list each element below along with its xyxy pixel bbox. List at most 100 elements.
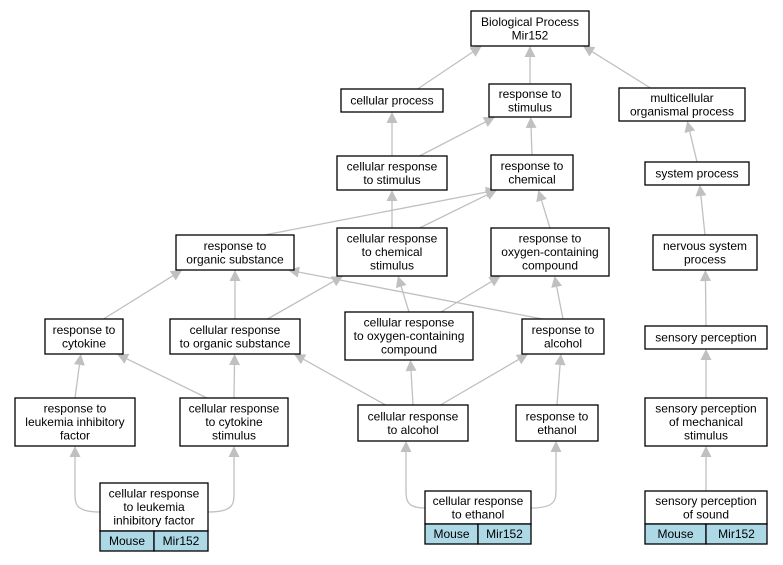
- tag-cell: [153, 530, 209, 552]
- edge-arrowhead: [73, 354, 85, 366]
- edge-line: [591, 51, 651, 89]
- edge-line: [103, 275, 174, 320]
- species-tag[interactable]: Mouse: [99, 530, 155, 552]
- term-label-line: stimulus: [370, 259, 414, 273]
- edge-cra-to-crocc: [410, 370, 414, 406]
- species-tag[interactable]: Mouse: [644, 523, 707, 545]
- term-label-line: of sound: [683, 507, 729, 521]
- edge-arrowhead: [554, 354, 566, 366]
- edge-line: [400, 286, 410, 313]
- edge-line: [556, 364, 561, 406]
- term-box: [336, 155, 448, 191]
- tag-label: Mir152: [486, 527, 523, 541]
- term-label-line: stimulus: [212, 429, 256, 443]
- tag-cell: [705, 523, 768, 545]
- term-label-line: to organic substance: [180, 336, 291, 350]
- tag-label: Mir152: [718, 527, 755, 541]
- edge-crcytsti-to-rcyt: [126, 358, 208, 399]
- edge-line: [540, 200, 551, 229]
- term-node-cp[interactable]: cellular process: [340, 88, 444, 113]
- term-label-line: alcohol: [544, 336, 582, 350]
- term-label-line: cellular response: [109, 487, 200, 501]
- edge-arrowhead: [525, 117, 537, 129]
- edge-arrowhead: [400, 441, 412, 452]
- edge-arrowhead: [405, 360, 417, 372]
- term-label-line: chemical: [508, 172, 555, 186]
- term-node-spc[interactable]: sensory perception: [644, 325, 768, 350]
- term-label-line: Mir152: [512, 28, 549, 42]
- term-box: [618, 87, 746, 122]
- gene-tag[interactable]: Mir152: [153, 530, 209, 552]
- term-label-line: organic substance: [186, 252, 284, 266]
- term-box: [99, 482, 209, 532]
- edge-arrowhead: [550, 441, 562, 452]
- term-label-line: cellular process: [350, 94, 433, 108]
- term-label-line: response to: [204, 239, 267, 253]
- term-box: [490, 227, 610, 277]
- tag-cell: [477, 523, 532, 545]
- term-box: [488, 83, 572, 118]
- edge-rlif-to-rcyt: [74, 364, 81, 399]
- term-label-line: response to: [499, 87, 562, 101]
- species-tag[interactable]: Mouse: [424, 523, 479, 545]
- edge-arrowhead: [294, 354, 307, 365]
- edge-arrowhead: [684, 121, 696, 133]
- edge-arrowhead: [482, 117, 495, 127]
- edge-arrowhead: [699, 270, 711, 282]
- term-label-line: stimulus: [508, 100, 552, 114]
- edge-line: [530, 127, 533, 156]
- edge-crocc-to-crcs: [400, 286, 410, 313]
- edge-arrowhead: [695, 185, 707, 197]
- edge-crs-to-rs: [419, 121, 486, 157]
- term-box: [652, 234, 758, 271]
- edge-arrowhead: [515, 354, 528, 365]
- term-box: [44, 318, 124, 355]
- term-node-sp[interactable]: system process: [644, 161, 750, 186]
- edge-rcyt-to-ros: [103, 275, 174, 320]
- edge-arrowhead: [469, 46, 482, 57]
- edge-cra-to-ra: [440, 358, 519, 406]
- edge-line: [419, 194, 488, 229]
- gene-tag[interactable]: Mir152: [477, 523, 532, 545]
- term-label-line: sensory perception: [655, 494, 756, 508]
- term-box: [175, 234, 295, 271]
- term-box: [179, 397, 289, 447]
- term-box: [644, 490, 768, 525]
- term-box: [340, 88, 444, 113]
- edge-line: [74, 457, 101, 513]
- term-label-line: of mechanical: [669, 415, 743, 429]
- edge-arrowhead: [551, 276, 563, 288]
- term-label-line: compound: [522, 259, 578, 273]
- term-label-line: sensory perception: [655, 402, 756, 416]
- term-box: [357, 404, 469, 442]
- term-label-line: cellular response: [364, 316, 455, 330]
- term-label-line: to leukemia: [123, 500, 185, 514]
- term-label-line: leukemia inhibitory: [25, 415, 124, 429]
- term-label-line: oxygen-containing: [501, 245, 598, 259]
- term-box: [424, 490, 532, 525]
- gene-tag[interactable]: Mir152: [705, 523, 768, 545]
- edge-arrowhead: [488, 276, 501, 287]
